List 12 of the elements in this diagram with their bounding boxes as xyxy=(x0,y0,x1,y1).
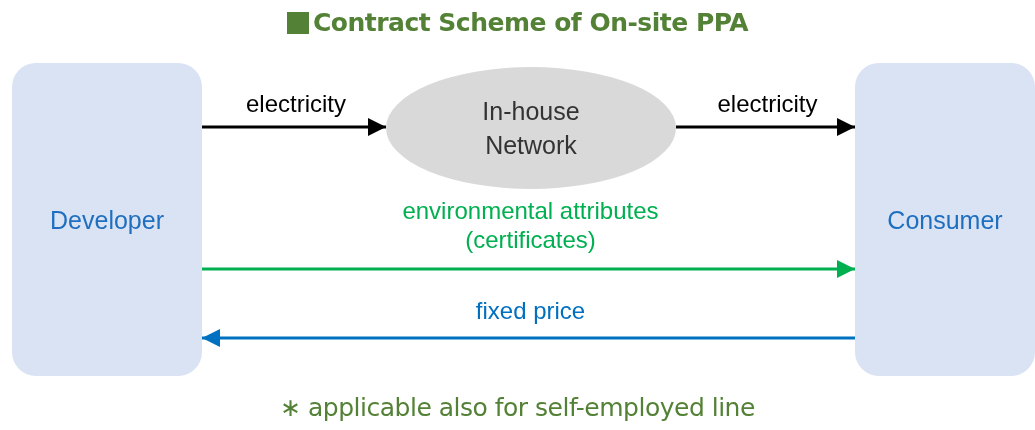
network-ellipse xyxy=(386,67,676,189)
node-label: Developer xyxy=(49,204,165,236)
party-box xyxy=(12,63,202,376)
footnote: ∗ applicable also for self-employed line xyxy=(279,393,756,422)
title: Contract Scheme of On-site PPA xyxy=(312,8,749,37)
node-label: Consumer xyxy=(886,204,1004,236)
arrow xyxy=(676,118,855,136)
party-box xyxy=(855,63,1035,376)
arrow xyxy=(202,118,386,136)
arrow xyxy=(202,260,855,278)
arrow xyxy=(202,329,855,347)
node-label: In-house Network xyxy=(481,96,581,161)
